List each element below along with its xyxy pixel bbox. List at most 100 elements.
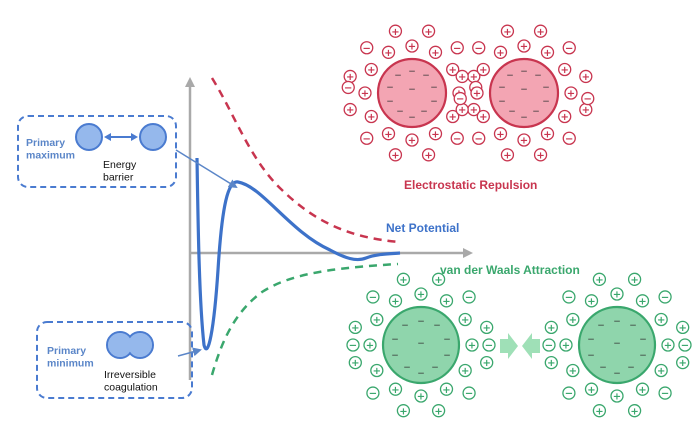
svg-text:+: + <box>561 112 569 123</box>
svg-text:+: + <box>587 296 595 307</box>
counter-ion-plus: + <box>470 86 484 100</box>
counter-ion-plus: + <box>558 62 572 77</box>
svg-text:+: + <box>657 315 665 326</box>
svg-text:+: + <box>346 105 354 116</box>
counter-ion-minus: − <box>366 386 380 400</box>
surface-charge: − <box>391 335 399 345</box>
surface-charge: − <box>520 67 528 77</box>
counter-ion-minus: − <box>360 41 374 55</box>
svg-text:+: + <box>536 27 544 38</box>
svg-text:+: + <box>543 129 551 140</box>
svg-text:+: + <box>470 72 478 83</box>
svg-text:+: + <box>391 150 399 161</box>
svg-text:−: − <box>465 293 473 304</box>
repulsion-curve <box>210 77 401 244</box>
surface-charge: − <box>639 335 647 345</box>
svg-text:+: + <box>449 65 457 76</box>
counter-ion-plus: + <box>676 355 690 370</box>
svg-text:+: + <box>613 392 621 403</box>
svg-text:+: + <box>569 315 577 326</box>
counter-ion-plus: + <box>544 320 558 335</box>
counter-ion-plus: + <box>343 102 357 117</box>
counter-ion-minus: − <box>360 131 374 145</box>
counter-ion-plus: + <box>559 338 573 352</box>
counter-ion-plus: + <box>476 62 490 77</box>
surface-charge: − <box>508 107 516 117</box>
counter-ion-plus: + <box>388 148 403 162</box>
svg-text:−: − <box>369 293 377 304</box>
surface-charge: − <box>420 107 428 117</box>
counter-ion-plus: + <box>364 109 378 124</box>
svg-text:+: + <box>431 129 439 140</box>
svg-text:+: + <box>536 150 544 161</box>
surface-charge: − <box>597 321 605 331</box>
plot-axes <box>185 77 473 380</box>
svg-text:+: + <box>503 27 511 38</box>
counter-ion-plus: + <box>579 102 593 117</box>
particle-right <box>139 123 167 151</box>
counter-ion-plus: + <box>358 86 372 100</box>
svg-text:+: + <box>424 150 432 161</box>
counter-ion-plus: + <box>446 62 460 77</box>
surface-charge: − <box>417 317 425 327</box>
counter-ion-minus: − <box>341 80 355 95</box>
counter-ion-minus: − <box>658 290 672 304</box>
counter-ion-plus: + <box>381 127 396 141</box>
svg-text:+: + <box>547 358 555 369</box>
primary-maximum-pointer <box>175 149 238 189</box>
counter-ion-minus: − <box>562 386 576 400</box>
svg-text:−: − <box>453 43 461 54</box>
electrostatic-repulsion-particles: −−−−−−−−−−−++++++++++++++++++++−−−−−−−−−… <box>341 24 595 162</box>
counter-ion-minus: − <box>462 386 476 400</box>
svg-text:+: + <box>468 341 476 352</box>
svg-text:+: + <box>470 105 478 116</box>
counter-ion-plus: + <box>364 62 378 77</box>
surface-charge: − <box>587 335 595 345</box>
counter-ion-plus: + <box>431 404 446 418</box>
svg-text:+: + <box>479 65 487 76</box>
attraction-particle-right: −−−−−−−−−−−++++++++++++++++++++−−−−−− <box>542 272 692 418</box>
surface-charge: − <box>431 363 439 373</box>
svg-text:−: − <box>369 389 377 400</box>
counter-ion-plus: + <box>446 109 460 124</box>
svg-text:+: + <box>479 112 487 123</box>
svg-text:−: − <box>344 83 352 94</box>
counter-ion-plus: + <box>517 39 531 53</box>
svg-text:−: − <box>465 389 473 400</box>
counter-ion-plus: + <box>458 363 472 378</box>
svg-text:+: + <box>384 129 392 140</box>
svg-text:+: + <box>458 105 466 116</box>
counter-ion-plus: + <box>544 355 558 370</box>
svg-text:+: + <box>351 358 359 369</box>
svg-text:+: + <box>417 392 425 403</box>
surface-charge: − <box>417 339 425 349</box>
svg-text:−: − <box>661 293 669 304</box>
svg-text:+: + <box>496 129 504 140</box>
counter-ion-minus: − <box>450 41 464 55</box>
counter-ion-plus: + <box>566 363 580 378</box>
attraction-curve <box>210 262 399 376</box>
svg-text:−: − <box>453 134 461 145</box>
counter-ion-plus: + <box>579 69 593 84</box>
counter-ion-plus: + <box>439 382 454 396</box>
surface-charge: − <box>386 97 394 107</box>
counter-ion-plus: + <box>458 312 472 327</box>
coagulated-particles <box>106 331 154 359</box>
svg-text:−: − <box>456 94 464 105</box>
surface-charge: − <box>408 113 416 123</box>
surface-charge: − <box>534 71 542 81</box>
surface-charge: − <box>613 369 621 379</box>
counter-ion-plus: + <box>428 127 443 141</box>
counter-ion-plus: + <box>348 320 362 335</box>
svg-text:−: − <box>565 43 573 54</box>
counter-ion-plus: + <box>421 148 436 162</box>
surface-charge: − <box>433 321 441 331</box>
surface-charge: − <box>408 85 416 95</box>
inward-pointing-arrows-icon <box>500 333 540 359</box>
counter-ion-plus: + <box>455 69 469 84</box>
